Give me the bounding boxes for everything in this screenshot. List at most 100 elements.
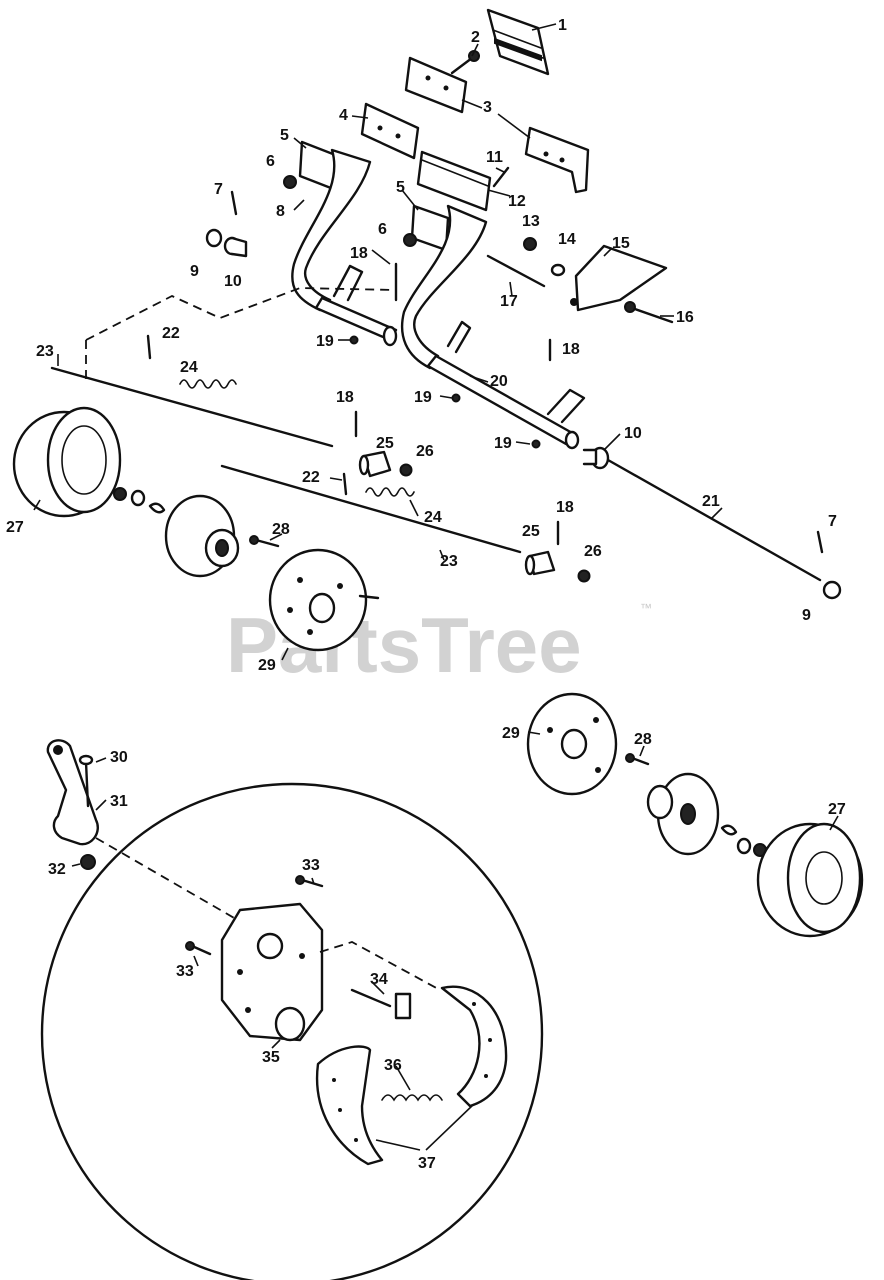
part-5-plate-right[interactable] [410, 204, 450, 252]
part-28-bolt-left[interactable] [249, 535, 280, 548]
callout-18-b: 18 [562, 341, 580, 358]
callout-24-a: 24 [180, 359, 198, 376]
part-9-washer-left[interactable] [205, 228, 223, 248]
callout-24-b: 24 [424, 509, 442, 526]
callout-25-a: 25 [376, 435, 394, 452]
part-19-clip-a[interactable] [349, 335, 359, 345]
part-22-pin-b[interactable] [342, 472, 348, 496]
callout-19-b: 19 [414, 389, 432, 406]
part-19-clip-c[interactable] [531, 439, 541, 449]
callout-37: 37 [418, 1155, 436, 1172]
callout-23-a: 23 [36, 343, 54, 360]
part-6-nut-left[interactable] [283, 175, 297, 189]
callout-1: 1 [558, 17, 567, 34]
part-3-pad-plate-lower[interactable] [524, 126, 590, 194]
callout-12: 12 [508, 193, 526, 210]
part-8-brake-pedal-arm[interactable] [291, 148, 398, 347]
part-19-clip-b[interactable] [451, 393, 461, 403]
callout-11: 11 [486, 149, 503, 166]
part-37-brake-shoe-left[interactable] [315, 1045, 384, 1166]
callout-4: 4 [339, 107, 348, 124]
part-6-nut-right[interactable] [403, 233, 417, 247]
callout-15: 15 [612, 235, 630, 252]
watermark-trademark: ™ [640, 601, 652, 615]
part-9-washer-right[interactable] [822, 580, 842, 600]
callout-30: 30 [110, 749, 128, 766]
part-30-bolt[interactable] [78, 754, 94, 808]
part-10-bushing-right[interactable] [582, 446, 610, 470]
callout-22-b: 22 [302, 469, 320, 486]
part-29-brake-assembly-left[interactable] [268, 548, 380, 652]
part-13-nut[interactable] [523, 237, 537, 251]
callout-26-a: 26 [416, 443, 434, 460]
part-4-pad[interactable] [360, 102, 420, 160]
part-33-bolt-lower[interactable] [185, 941, 212, 956]
callout-18-a: 18 [350, 245, 368, 262]
hub-nut-left [113, 487, 127, 501]
part-24-spring-upper[interactable] [179, 379, 237, 389]
hub-left [164, 494, 240, 578]
callout-27-right: 27 [828, 801, 846, 818]
part-33-bolt-upper[interactable] [295, 875, 324, 888]
callout-29-left: 29 [258, 657, 276, 674]
part-12-pad[interactable] [416, 150, 492, 212]
part-35-backing-plate[interactable] [220, 902, 324, 1042]
part-23-brake-rod-lower[interactable] [220, 464, 522, 554]
callout-9-left: 9 [190, 263, 199, 280]
callout-31: 31 [110, 793, 128, 810]
hub-right [646, 772, 720, 856]
callout-20: 20 [490, 373, 508, 390]
callout-6-right: 6 [378, 221, 387, 238]
callout-34: 34 [370, 971, 388, 988]
part-37-brake-shoe-right[interactable] [440, 985, 508, 1108]
callout-17: 17 [500, 293, 518, 310]
callout-35: 35 [262, 1049, 280, 1066]
part-27-brake-drum-left[interactable] [12, 406, 122, 518]
hub-washer-left [130, 489, 146, 507]
part-25-clevis-upper[interactable] [358, 450, 392, 478]
part-15-bracket[interactable] [570, 244, 668, 312]
callout-27-left: 27 [6, 519, 24, 536]
part-27-brake-drum-right[interactable] [756, 822, 864, 938]
part-29-brake-assembly-right[interactable] [526, 692, 618, 796]
part-10-bushing-left[interactable] [223, 236, 248, 258]
callout-10-right: 10 [624, 425, 642, 442]
part-26-nut-lower[interactable] [577, 569, 591, 583]
part-11-bolt[interactable] [492, 166, 510, 188]
part-2-screw[interactable] [450, 50, 480, 75]
part-7-pin-right[interactable] [816, 530, 824, 554]
part-20-pedal-shaft-arm[interactable] [400, 204, 586, 450]
part-26-nut-upper[interactable] [399, 463, 413, 477]
part-31-brake-lever[interactable] [46, 739, 99, 846]
part-16-bolt[interactable] [624, 301, 674, 324]
callout-28-left: 28 [272, 521, 290, 538]
callout-5-left: 5 [280, 127, 289, 144]
detail-circle [40, 782, 544, 1280]
part-36-spring[interactable] [381, 1094, 443, 1102]
hub-key-right [720, 824, 738, 836]
part-7-pin-top[interactable] [230, 190, 238, 216]
part-14-washer[interactable] [550, 263, 566, 277]
callout-33-upper: 33 [302, 857, 320, 874]
part-23-brake-rod-upper[interactable] [50, 366, 334, 448]
part-3-pad-plate-upper[interactable] [404, 56, 468, 114]
part-17-shaft[interactable] [486, 254, 546, 288]
callout-23-b: 23 [440, 553, 458, 570]
part-34-actuator[interactable] [350, 988, 412, 1020]
part-22-pin-a[interactable] [146, 334, 152, 360]
part-28-bolt-right[interactable] [625, 753, 650, 766]
callout-19-c: 19 [494, 435, 512, 452]
callout-25-b: 25 [522, 523, 540, 540]
callout-22-a: 22 [162, 325, 180, 342]
part-25-clevis-lower[interactable] [524, 550, 556, 576]
callout-16: 16 [676, 309, 694, 326]
part-32-nut[interactable] [80, 854, 96, 870]
part-1-pedal-pad[interactable] [486, 8, 550, 76]
callout-26-b: 26 [584, 543, 602, 560]
part-21-axle-rod[interactable] [606, 458, 822, 582]
part-24-spring-lower[interactable] [365, 487, 415, 497]
callout-21: 21 [702, 493, 720, 510]
callout-19-a: 19 [316, 333, 334, 350]
